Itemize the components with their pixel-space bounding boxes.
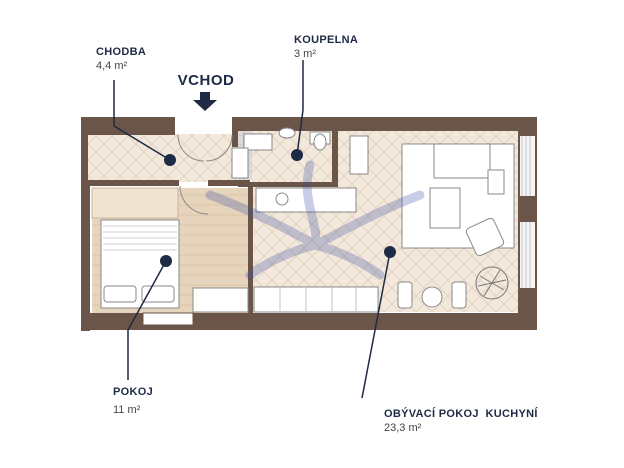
room-area: 11 m² (113, 403, 141, 416)
bedroom-door (179, 185, 209, 215)
wardrobe (192, 287, 249, 313)
label-koupelna: KOUPELNA 3 m² (294, 34, 358, 62)
room-name: OBÝVACÍ POKOJ KUCHYNÍ (384, 408, 538, 420)
dining-set (397, 281, 467, 309)
entrance-label: VCHOD (177, 72, 235, 89)
room-markers (160, 149, 396, 267)
room-name: KOUPELNA (294, 34, 359, 46)
bathroom-fixtures (231, 127, 331, 179)
desk (91, 187, 179, 219)
arrow-down-icon (193, 92, 217, 111)
armchair (465, 217, 505, 257)
marker-pokoj (160, 255, 172, 267)
room-area: 3 m² (294, 47, 316, 60)
room-area: 23,3 m² (384, 421, 422, 434)
kitchen-counter (253, 135, 379, 313)
leader-lines (113, 60, 391, 399)
watermark-logo (205, 160, 425, 280)
label-obyvaci: OBÝVACÍ POKOJ KUCHYNÍ 23,3 m² (384, 408, 538, 436)
windows (142, 136, 535, 326)
label-pokoj: POKOJ 11 m² (113, 386, 153, 418)
marker-chodba (164, 154, 176, 166)
label-chodba: CHODBA 4,4 m² (96, 46, 146, 74)
entrance-door (177, 134, 233, 162)
entrance-marker: VCHOD (176, 72, 236, 89)
marker-obyvaci (384, 246, 396, 258)
room-name: POKOJ (113, 386, 154, 398)
room-name: CHODBA (96, 46, 147, 58)
room-area: 4,4 m² (96, 59, 128, 72)
marker-koupelna (291, 149, 303, 161)
plant (475, 266, 509, 300)
